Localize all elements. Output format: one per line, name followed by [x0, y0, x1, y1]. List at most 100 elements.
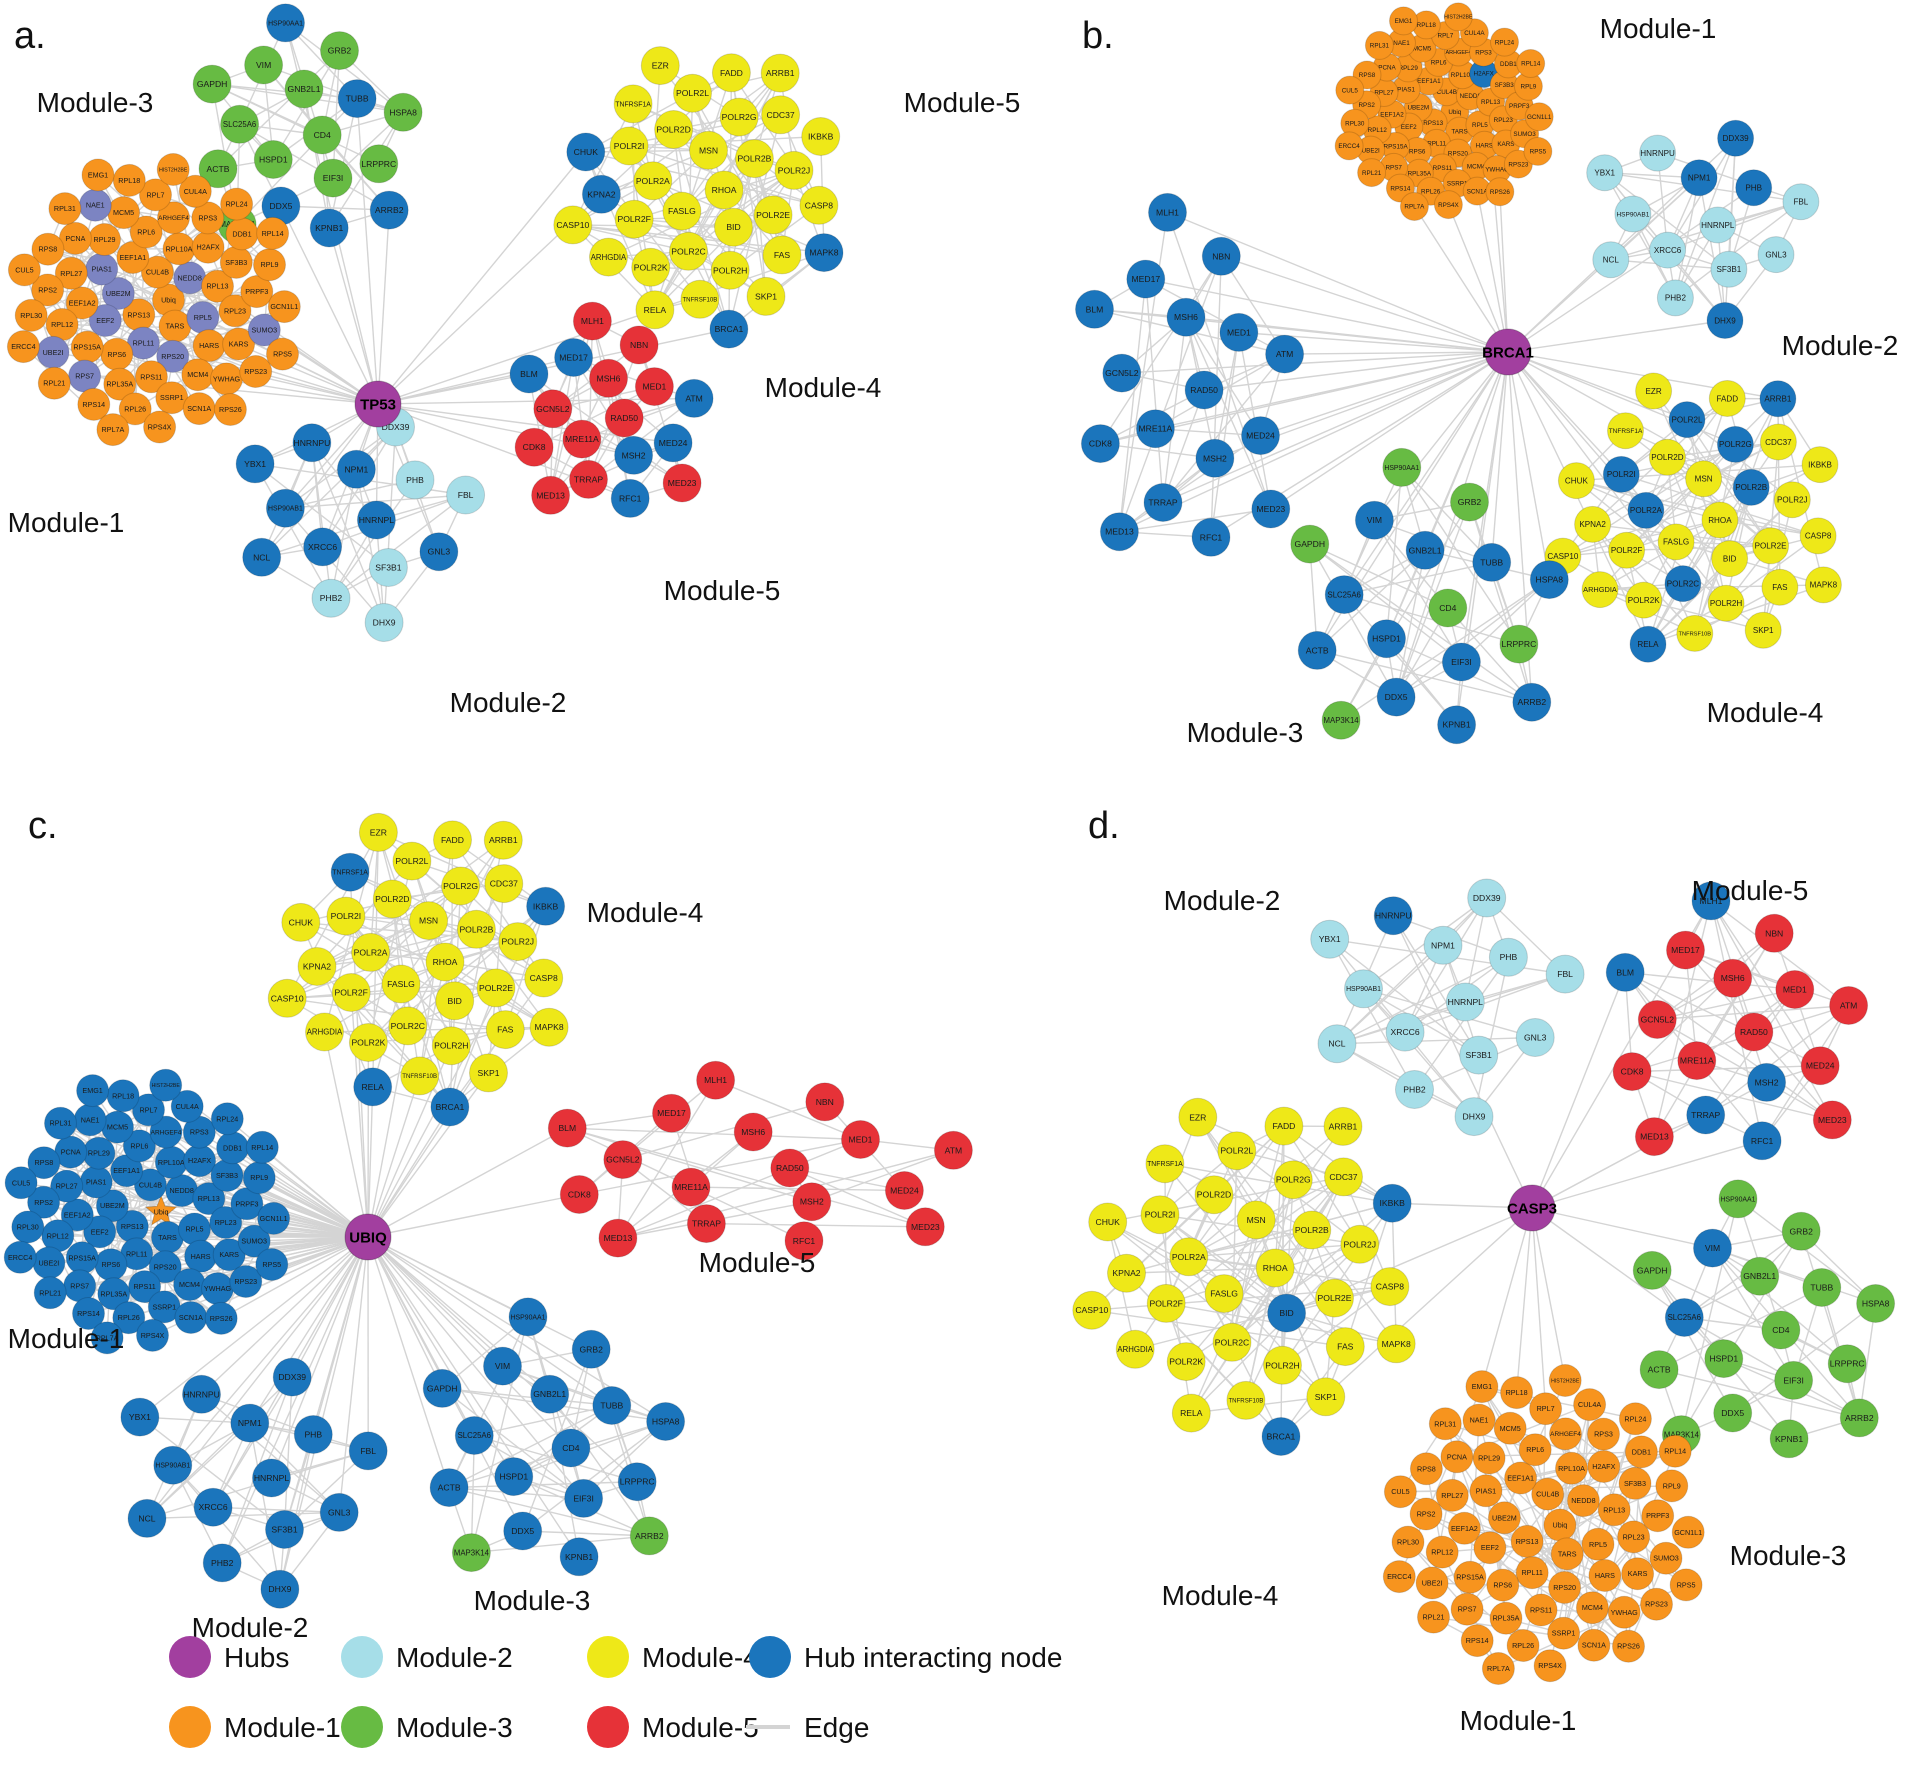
node-SLC25A6[interactable] — [1664, 1298, 1704, 1337]
node-RPL5[interactable] — [178, 1212, 211, 1246]
node-ARRB1[interactable] — [1323, 1106, 1363, 1146]
node-PIAS1[interactable] — [1469, 1474, 1503, 1508]
node-SLC25A6[interactable] — [454, 1416, 494, 1455]
node-RPS5[interactable] — [1669, 1568, 1703, 1602]
node-MCM4[interactable] — [1575, 1591, 1609, 1625]
node-RPS26[interactable] — [213, 393, 247, 426]
node-MAP3K14[interactable] — [451, 1533, 491, 1573]
node-RPL29[interactable] — [1472, 1441, 1506, 1475]
node-CUL4B[interactable] — [133, 1168, 167, 1202]
node-RPL18[interactable] — [1500, 1376, 1534, 1410]
node-PHB[interactable] — [1488, 937, 1528, 977]
node-POLR2D[interactable] — [1648, 438, 1686, 476]
node-HARS[interactable] — [184, 1239, 218, 1273]
node-BLM[interactable] — [1605, 952, 1645, 992]
node-GCN5L2[interactable] — [533, 389, 573, 429]
node-PCNA[interactable] — [1440, 1440, 1474, 1474]
node-NCL[interactable] — [242, 537, 282, 577]
node-MSN[interactable] — [409, 901, 449, 941]
node-RAD50[interactable] — [604, 398, 644, 438]
node-MSH6[interactable] — [1166, 297, 1206, 337]
node-TNFRSF10B[interactable] — [680, 279, 720, 319]
node-POLR2H[interactable] — [1707, 584, 1745, 622]
node-ACTB[interactable] — [1297, 630, 1337, 670]
node-NAE1[interactable] — [1462, 1403, 1496, 1437]
node-POLR2F[interactable] — [614, 199, 654, 239]
node-NBN[interactable] — [805, 1082, 845, 1122]
node-MCM5[interactable] — [101, 1110, 134, 1144]
node-HSPD1[interactable] — [1367, 619, 1406, 659]
node-HIST2H2BE[interactable] — [156, 153, 190, 186]
node-GCN1L1[interactable] — [1671, 1515, 1705, 1549]
node-EEF1A1[interactable] — [1504, 1461, 1538, 1495]
node-RPL6[interactable] — [129, 215, 163, 249]
node-NPM1[interactable] — [1423, 925, 1463, 965]
node-MED24[interactable] — [1800, 1046, 1840, 1086]
node-RPS20[interactable] — [148, 1250, 182, 1284]
node-FAS[interactable] — [762, 235, 802, 275]
node-HSPA8[interactable] — [1529, 560, 1569, 600]
node-RFC1[interactable] — [784, 1221, 824, 1261]
node-MED13[interactable] — [1099, 512, 1139, 552]
node-YBX1[interactable] — [120, 1397, 160, 1437]
node-RPL13[interactable] — [192, 1182, 226, 1216]
node-GNB2L1[interactable] — [1405, 530, 1445, 570]
node-NPM1[interactable] — [336, 449, 376, 489]
node-MED13[interactable] — [1634, 1117, 1674, 1157]
node-RPL13[interactable] — [201, 269, 234, 303]
node-BID[interactable] — [435, 981, 475, 1021]
node-TRRAP[interactable] — [1686, 1095, 1726, 1135]
node-FAS[interactable] — [1325, 1327, 1365, 1367]
node-NAE1[interactable] — [73, 1103, 107, 1137]
node-RPS11[interactable] — [128, 1270, 162, 1304]
node-FAS[interactable] — [485, 1010, 525, 1050]
node-GNB2L1[interactable] — [1740, 1256, 1780, 1296]
node-RPS23[interactable] — [239, 355, 273, 388]
node-SKP1[interactable] — [746, 276, 786, 316]
node-IKBKB[interactable] — [1372, 1183, 1412, 1223]
node-POLR2I[interactable] — [609, 126, 649, 166]
node-POLR2H[interactable] — [431, 1026, 471, 1066]
node-SF3B3[interactable] — [210, 1159, 244, 1192]
node-CHUK[interactable] — [566, 132, 606, 172]
node-YBX1[interactable] — [235, 444, 275, 484]
node-PHB2[interactable] — [311, 578, 351, 618]
node-CD4[interactable] — [1428, 588, 1468, 628]
node-POLR2K[interactable] — [1625, 581, 1663, 619]
hub-BRCA1[interactable] — [1484, 328, 1532, 376]
node-RFC1[interactable] — [610, 478, 650, 518]
node-RPS7[interactable] — [68, 359, 102, 393]
node-GAPDH[interactable] — [422, 1368, 462, 1408]
node-RPS26[interactable] — [204, 1301, 238, 1335]
node-CUL4B[interactable] — [1531, 1477, 1565, 1511]
hub-UBIQ[interactable] — [344, 1213, 392, 1261]
node-CDK8[interactable] — [559, 1175, 599, 1214]
node-ATM[interactable] — [1265, 334, 1305, 374]
node-POLR2E[interactable] — [1752, 527, 1790, 565]
node-RHOA[interactable] — [1701, 501, 1739, 539]
node-FADD[interactable] — [711, 53, 751, 93]
node-SLC25A6[interactable] — [220, 104, 260, 144]
node-KPNB1[interactable] — [309, 208, 349, 248]
node-GAPDH[interactable] — [192, 64, 232, 104]
node-DDB1[interactable] — [1624, 1435, 1658, 1469]
node-DDB1[interactable] — [225, 217, 259, 251]
node-GRB2[interactable] — [1781, 1211, 1821, 1251]
node-NBN[interactable] — [619, 325, 659, 365]
node-EMG1[interactable] — [1465, 1370, 1499, 1404]
node-DDX39[interactable] — [1467, 878, 1507, 918]
node-RAD50[interactable] — [1734, 1012, 1774, 1052]
node-RPL11[interactable] — [1515, 1556, 1549, 1590]
node-EZR[interactable] — [358, 812, 398, 852]
node-RPS2[interactable] — [31, 273, 65, 307]
node-ACTB[interactable] — [198, 149, 238, 189]
node-POLR2I[interactable] — [326, 896, 366, 936]
node-GNL3[interactable] — [319, 1492, 359, 1532]
node-HNRNPL[interactable] — [1699, 206, 1737, 244]
node-ARHGEF4[interactable] — [149, 1115, 183, 1149]
node-GNL3[interactable] — [1515, 1018, 1555, 1057]
node-NBN[interactable] — [1201, 236, 1241, 276]
node-PIAS1[interactable] — [85, 252, 119, 286]
node-POLR2A[interactable] — [351, 932, 391, 972]
hub-TP53[interactable] — [354, 380, 402, 428]
